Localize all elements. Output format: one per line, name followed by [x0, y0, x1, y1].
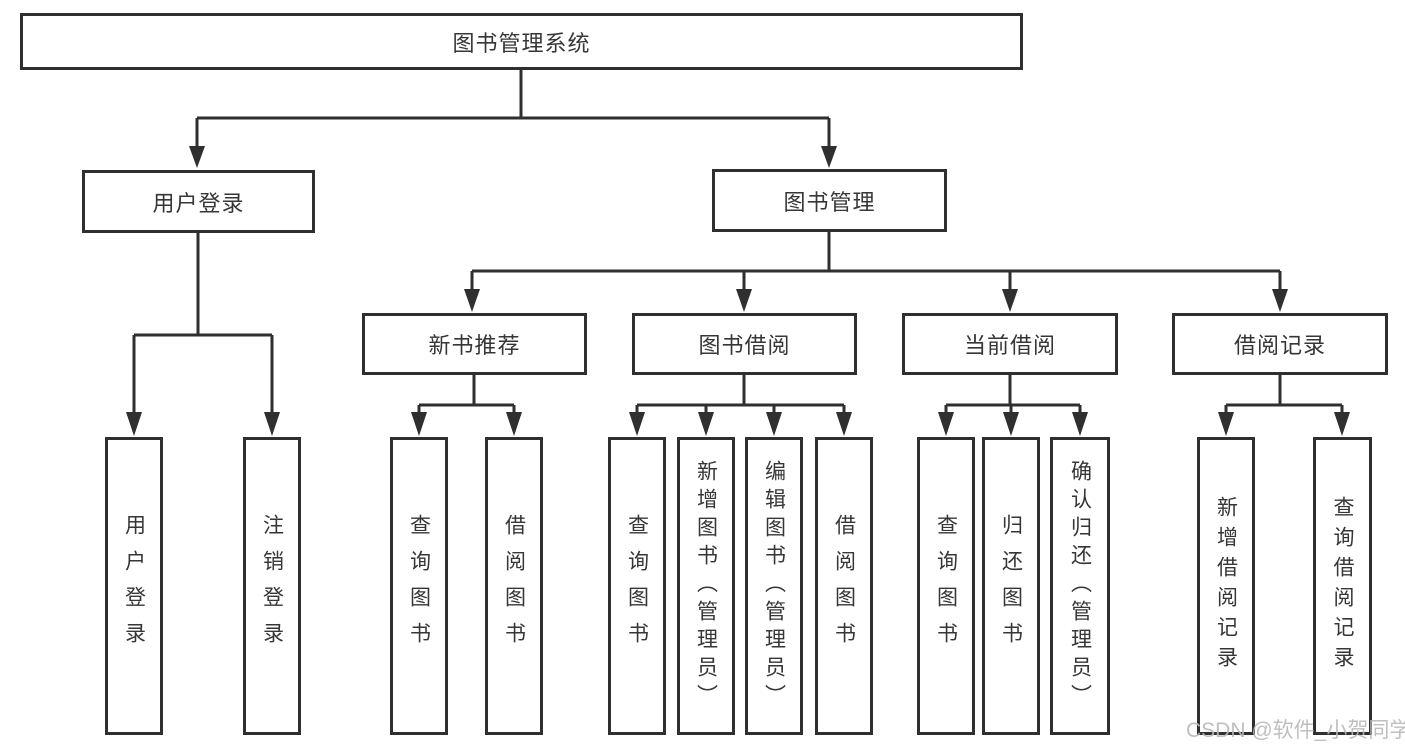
node-search-borrow-record: 查询借阅记录 [1313, 437, 1372, 735]
node-label: 借阅图书 [502, 514, 526, 658]
node-book-management: 图书管理 [712, 169, 947, 232]
node-add-borrow-record: 新增借阅记录 [1197, 437, 1255, 735]
node-label: 注销登录 [260, 514, 284, 658]
node-edit-books-admin: 编辑图书（管理员） [745, 437, 803, 735]
node-label: 归还图书 [999, 514, 1023, 658]
node-label: 确认归还（管理员） [1068, 460, 1092, 712]
node-book-borrowing: 图书借阅 [632, 313, 857, 375]
node-add-books-admin: 新增图书（管理员） [677, 437, 735, 735]
node-search-books: 查询图书 [608, 437, 666, 735]
node-label: 编辑图书（管理员） [762, 460, 786, 712]
node-label: 图书管理 [783, 189, 876, 215]
node-library-management-system: 图书管理系统 [20, 13, 1023, 70]
node-label: 新增借阅记录 [1214, 496, 1238, 676]
node-label: 图书借阅 [698, 333, 791, 358]
node-new-book-recommendation: 新书推荐 [362, 313, 587, 375]
node-label: 查询图书 [407, 514, 431, 658]
node-logout-leaf: 注销登录 [243, 437, 301, 735]
node-label: 借阅记录 [1233, 333, 1326, 358]
node-search-books: 查询图书 [917, 437, 975, 735]
node-label: 用户登录 [122, 514, 146, 658]
node-user-login-leaf: 用户登录 [105, 437, 163, 735]
node-label: 查询借阅记录 [1331, 496, 1354, 676]
node-borrow-books: 借阅图书 [815, 437, 873, 735]
node-label: 当前借阅 [963, 333, 1056, 358]
watermark-text: CSDN @软件_小贺同学 [1186, 719, 1405, 742]
node-borrow-books: 借阅图书 [485, 437, 543, 735]
node-label: 查询图书 [625, 514, 649, 658]
node-borrowing-records: 借阅记录 [1172, 313, 1388, 375]
node-label: 图书管理系统 [452, 30, 591, 56]
node-label: 查询图书 [934, 514, 958, 658]
node-return-books: 归还图书 [982, 437, 1040, 735]
node-label: 用户登录 [152, 190, 245, 216]
node-user-login: 用户登录 [82, 170, 315, 233]
node-current-borrowing: 当前借阅 [902, 313, 1118, 375]
node-label: 借阅图书 [832, 514, 856, 658]
node-confirm-return-admin: 确认归还（管理员） [1050, 437, 1110, 735]
node-label: 新增图书（管理员） [694, 460, 718, 712]
node-search-books: 查询图书 [390, 437, 448, 735]
node-label: 新书推荐 [428, 333, 521, 358]
